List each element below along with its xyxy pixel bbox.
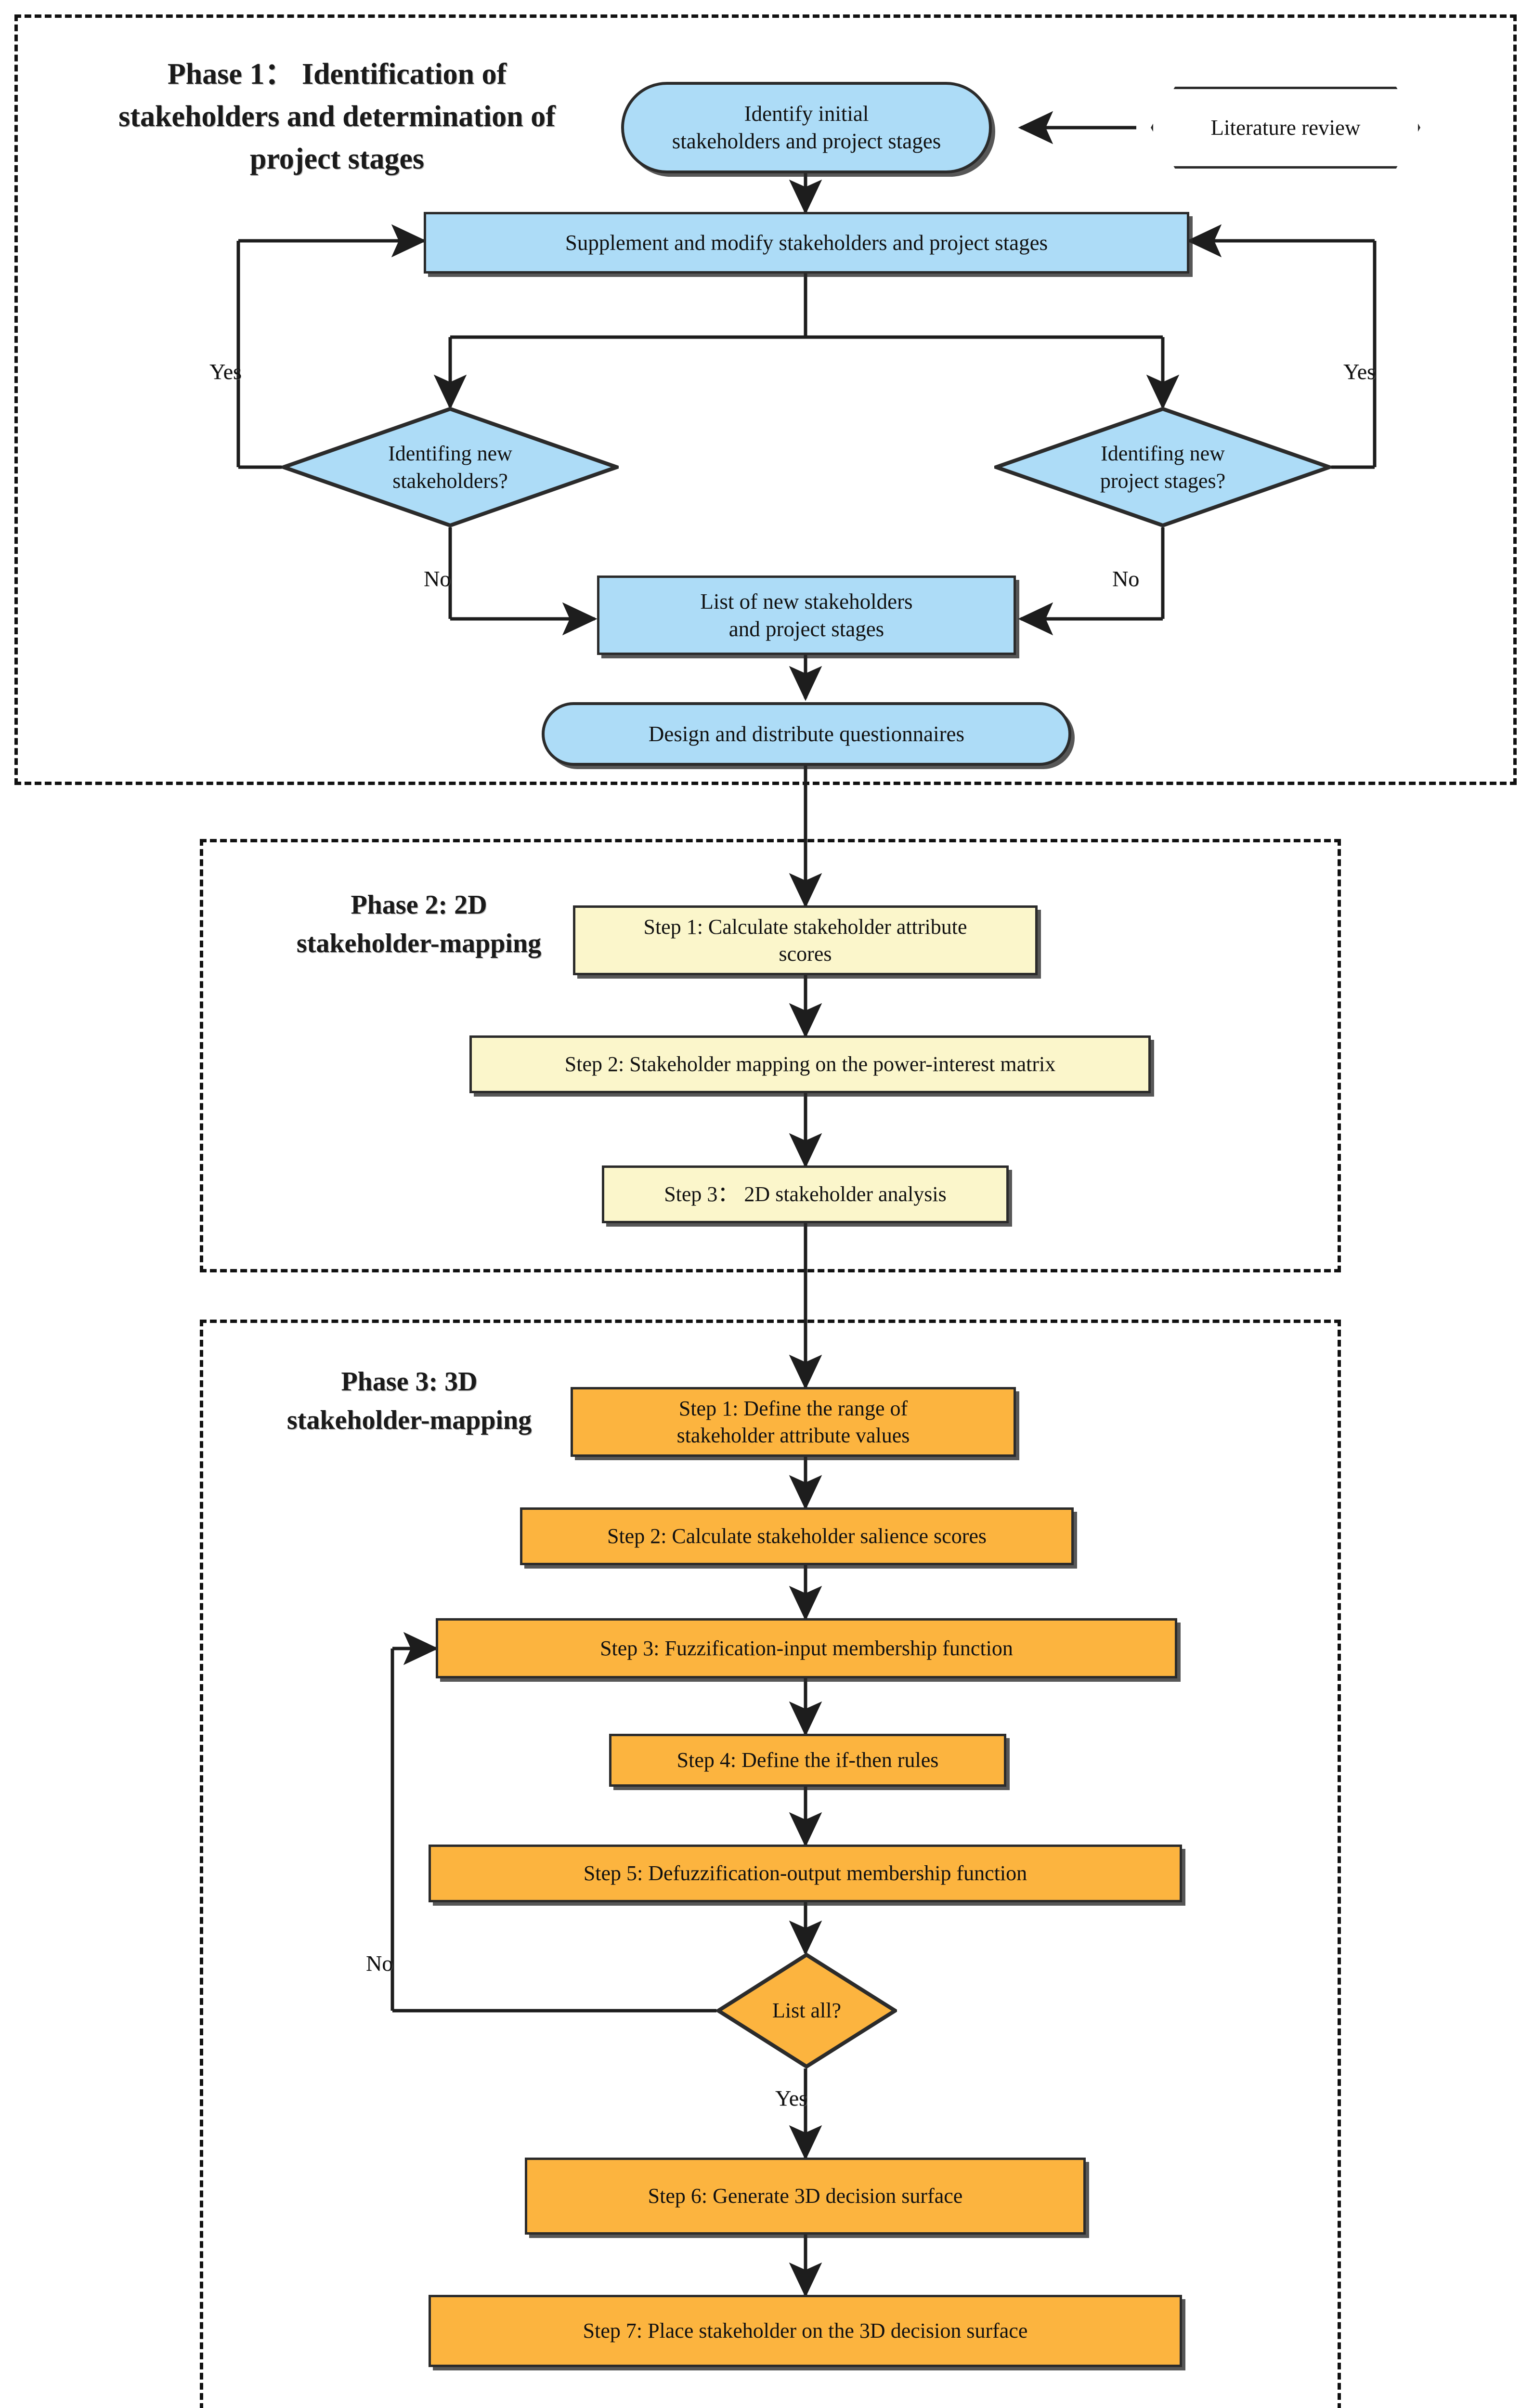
node-p3-step2[interactable]: Step 2: Calculate stakeholder salience s… (520, 1507, 1074, 1565)
p3-step1-line1: Step 1: Define the range of (678, 1397, 908, 1421)
phase3-title-line1: Phase 3: 3D (341, 1367, 478, 1397)
node-p2-step2[interactable]: Step 2: Stakeholder mapping on the power… (469, 1035, 1151, 1093)
phase2-container (200, 839, 1341, 1272)
p2-step1-line2: scores (779, 942, 832, 966)
identify-initial-line2: stakeholders and project stages (672, 129, 941, 153)
node-supplement-modify[interactable]: Supplement and modify stakeholders and p… (424, 212, 1189, 274)
phase3-container (200, 1320, 1341, 2408)
p3-step1-line2: stakeholder attribute values (676, 1423, 910, 1447)
phase1-title-line3: project stages (249, 143, 425, 176)
phase3-title-line2: stakeholder-mapping (286, 1405, 532, 1435)
node-p3-step4[interactable]: Step 4: Define the if-then rules (609, 1734, 1006, 1787)
p3-step2-label: Step 2: Calculate stakeholder salience s… (607, 1524, 987, 1548)
list-new-line2: and project stages (728, 616, 884, 641)
node-list-new-stakeholders[interactable]: List of new stakeholders and project sta… (597, 576, 1016, 655)
identify-initial-line1: Identify initial (744, 102, 869, 126)
p2-step2-label: Step 2: Stakeholder mapping on the power… (564, 1052, 1056, 1076)
phase1-title: Phase 1： Identification of stakeholders … (82, 53, 592, 180)
node-p2-step3[interactable]: Step 3： 2D stakeholder analysis (602, 1165, 1009, 1223)
p2-step1-line1: Step 1: Calculate stakeholder attribute (643, 915, 967, 939)
diamond-shape (282, 407, 619, 527)
phase1-title-line1: Phase 1： Identification of (167, 58, 507, 91)
edge-label-no-left: No (424, 566, 451, 591)
phase2-title: Phase 2: 2D stakeholder-mapping (270, 886, 568, 963)
edge-label-no-right: No (1112, 566, 1140, 591)
phase1-container (14, 14, 1517, 785)
node-identify-initial[interactable]: Identify initial stakeholders and projec… (621, 82, 992, 173)
node-decision-new-stakeholders[interactable]: Identifing new stakeholders? (282, 407, 619, 527)
diamond-shape (716, 1953, 897, 2068)
phase2-title-line1: Phase 2: 2D (351, 890, 487, 920)
edge-label-p3-no: No (366, 1951, 393, 1976)
node-p3-step1[interactable]: Step 1: Define the range of stakeholder … (571, 1387, 1016, 1457)
edge-label-p3-yes: Yes (775, 2086, 807, 2110)
phase1-title-line2: stakeholders and determination of (118, 100, 556, 133)
diamond-shape (994, 407, 1331, 527)
node-p3-step5[interactable]: Step 5: Defuzzification-output membershi… (429, 1845, 1182, 1902)
node-p3-step7[interactable]: Step 7: Place stakeholder on the 3D deci… (429, 2295, 1182, 2367)
p3-step6-label: Step 6: Generate 3D decision surface (648, 2184, 963, 2208)
p2-step3-label: Step 3： 2D stakeholder analysis (664, 1182, 947, 1206)
p3-step7-label: Step 7: Place stakeholder on the 3D deci… (583, 2319, 1028, 2343)
supplement-modify-label: Supplement and modify stakeholders and p… (565, 230, 1048, 255)
list-new-line1: List of new stakeholders (700, 589, 913, 614)
node-literature-review[interactable]: Literature review (1151, 87, 1420, 169)
p3-step4-label: Step 4: Define the if-then rules (676, 1748, 939, 1772)
node-p3-step6[interactable]: Step 6: Generate 3D decision surface (525, 2158, 1086, 2235)
edge-label-yes-left: Yes (209, 359, 242, 384)
edge-label-yes-right: Yes (1343, 359, 1376, 384)
hexagon-shape (1151, 87, 1420, 169)
design-questionnaires-label: Design and distribute questionnaires (648, 721, 965, 746)
literature-review-label: Literature review (1210, 115, 1361, 140)
phase2-title-line2: stakeholder-mapping (296, 928, 542, 958)
node-p2-step1[interactable]: Step 1: Calculate stakeholder attribute … (573, 905, 1038, 975)
p3-step3-label: Step 3: Fuzzification-input membership f… (600, 1636, 1013, 1660)
phase3-title: Phase 3: 3D stakeholder-mapping (260, 1363, 559, 1440)
p3-step5-label: Step 5: Defuzzification-output membershi… (583, 1861, 1027, 1885)
node-p3-step3[interactable]: Step 3: Fuzzification-input membership f… (436, 1618, 1177, 1678)
node-p3-decision-list-all[interactable]: List all? (716, 1953, 897, 2068)
node-decision-new-project-stages[interactable]: Identifing new project stages? (994, 407, 1331, 527)
node-design-questionnaires[interactable]: Design and distribute questionnaires (542, 702, 1071, 766)
